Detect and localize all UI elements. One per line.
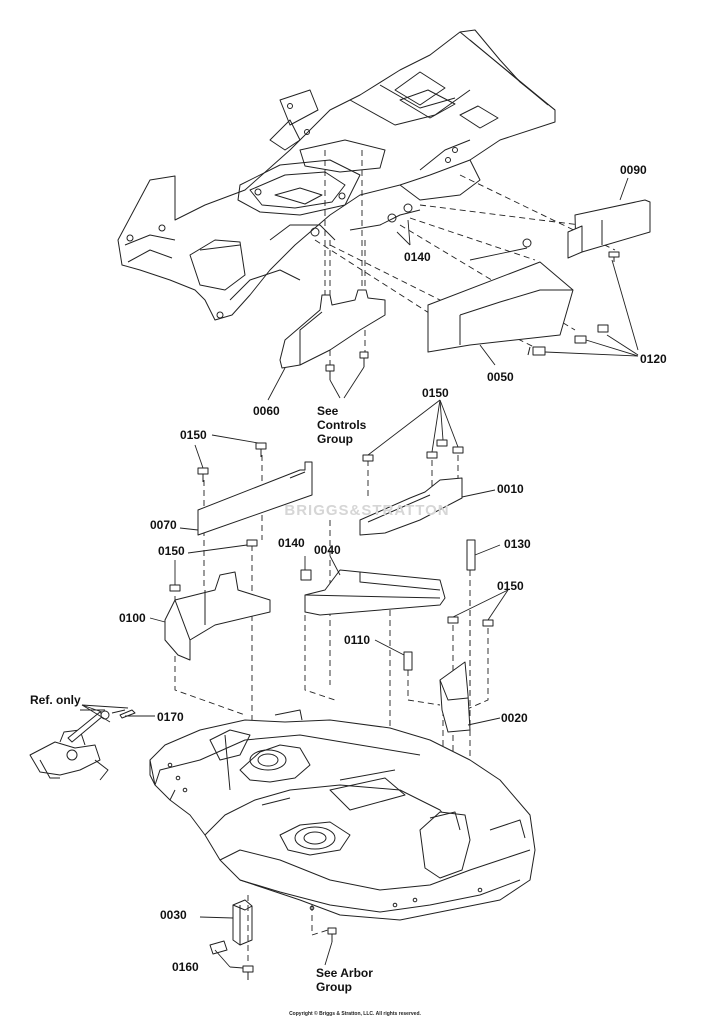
label-0140-top: 0140 <box>404 250 431 264</box>
part-0100-bracket <box>164 571 271 661</box>
label-0020: 0020 <box>501 711 528 725</box>
part-0020-bracket <box>439 661 471 733</box>
label-0160: 0160 <box>172 960 199 974</box>
note-see-arbor-group: See Arbor Group <box>316 966 373 994</box>
label-0030: 0030 <box>160 908 187 922</box>
screws-mid <box>169 439 494 671</box>
callout-lines-ref <box>81 704 155 723</box>
note-ref-only: Ref. only <box>30 693 81 707</box>
label-0150-left: 0150 <box>180 428 207 442</box>
label-0130: 0130 <box>504 537 531 551</box>
part-0090-bracket <box>567 199 651 262</box>
note-see-controls-group: See Controls Group <box>317 404 367 446</box>
label-0040: 0040 <box>314 543 341 557</box>
label-0050: 0050 <box>487 370 514 384</box>
leader-lines-bottom <box>247 895 329 965</box>
callout-lines-bottom <box>199 916 333 969</box>
watermark: BRIGGS&STRATTON <box>284 501 450 519</box>
part-0010-shield <box>359 477 463 536</box>
copyright-notice: Copyright © Briggs & Stratton, LLC. All … <box>289 1011 421 1017</box>
label-0140-mid: 0140 <box>278 536 305 550</box>
label-0060: 0060 <box>253 404 280 418</box>
hardware-bottom <box>209 927 337 980</box>
screws-top <box>325 324 609 380</box>
chassis-frame <box>117 29 556 321</box>
label-0090: 0090 <box>620 163 647 177</box>
label-0120: 0120 <box>640 352 667 366</box>
mower-deck <box>149 709 536 921</box>
part-0060-plate <box>279 289 386 369</box>
label-0170: 0170 <box>157 710 184 724</box>
part-0040-plate <box>304 569 446 616</box>
label-0100: 0100 <box>119 611 146 625</box>
callout-lines-mid <box>149 399 509 726</box>
label-0110: 0110 <box>344 633 371 647</box>
label-0150-right: 0150 <box>497 579 524 593</box>
callout-lines-top <box>267 177 639 401</box>
part-0070-shield <box>197 461 313 536</box>
label-0150-mid: 0150 <box>158 544 185 558</box>
label-0150-top: 0150 <box>422 386 449 400</box>
label-0070: 0070 <box>150 518 177 532</box>
label-0010: 0010 <box>497 482 524 496</box>
part-0050-panel <box>427 261 574 353</box>
part-0030-block <box>232 899 253 946</box>
ref-only-actuator <box>29 709 136 781</box>
